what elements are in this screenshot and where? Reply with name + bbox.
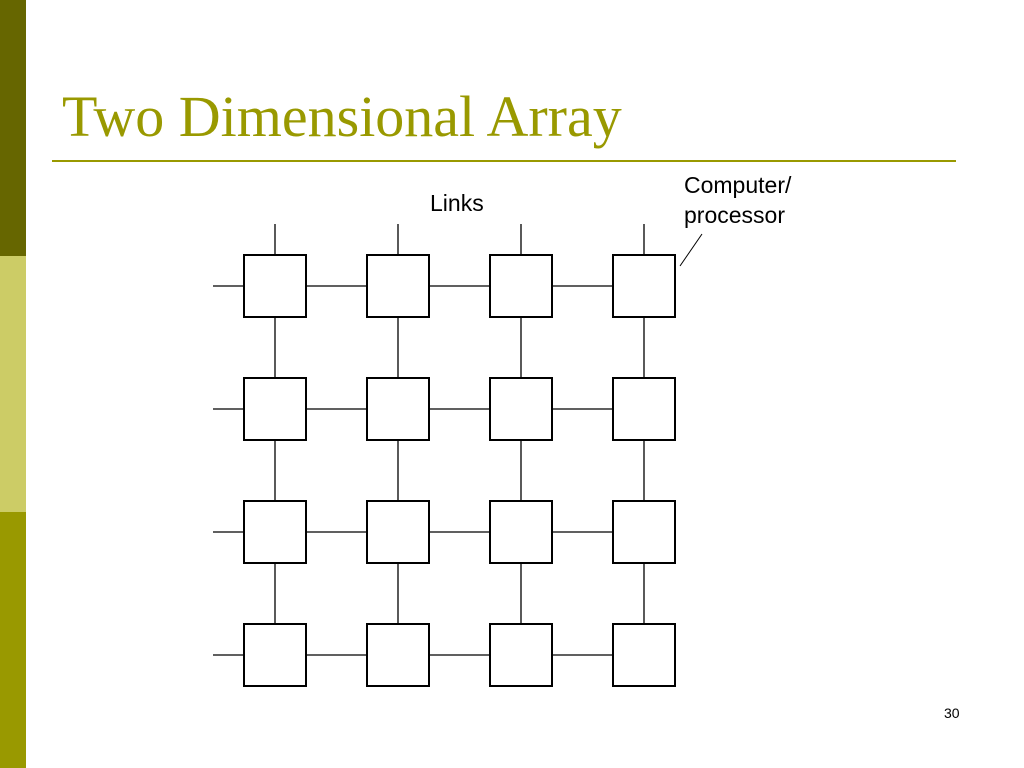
page-number: 30 (944, 705, 960, 721)
processor-node-r2-c2 (366, 377, 430, 441)
processor-node-r1-c3 (489, 254, 553, 318)
processor-node-r4-c3 (489, 623, 553, 687)
processor-label-line2: processor (684, 202, 785, 228)
processor-callout-line (679, 233, 703, 267)
processor-node-r3-c2 (366, 500, 430, 564)
processor-node-r3-c1 (243, 500, 307, 564)
processor-node-r1-c1 (243, 254, 307, 318)
nodes-layer (243, 254, 676, 687)
side-bar-light-segment (0, 256, 26, 512)
title-underline (52, 160, 956, 162)
processor-node-r2-c4 (612, 377, 676, 441)
side-accent-bar (0, 0, 26, 768)
processor-node-r3-c3 (489, 500, 553, 564)
side-bar-dark-segment (0, 0, 26, 256)
processor-node-r4-c2 (366, 623, 430, 687)
processor-node-r2-c3 (489, 377, 553, 441)
processor-node-r1-c4 (612, 254, 676, 318)
processor-node-r1-c2 (366, 254, 430, 318)
slide-title: Two Dimensional Array (62, 84, 622, 149)
processor-node-r4-c1 (243, 623, 307, 687)
side-bar-olive-segment (0, 512, 26, 768)
processor-node-r2-c1 (243, 377, 307, 441)
processor-node-r4-c4 (612, 623, 676, 687)
processor-node-r3-c4 (612, 500, 676, 564)
processor-label-line1: Computer/ (684, 172, 792, 198)
links-label: Links (430, 190, 484, 216)
